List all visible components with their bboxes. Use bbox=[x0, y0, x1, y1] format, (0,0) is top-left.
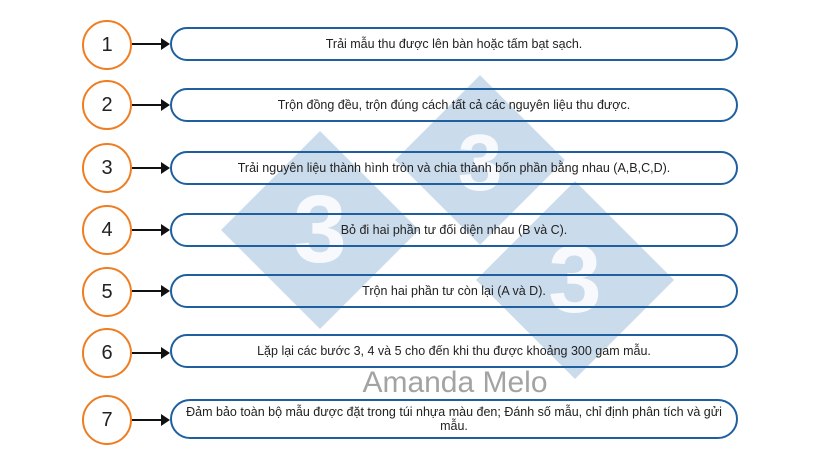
step-number-circle: 3 bbox=[82, 143, 132, 193]
step-7: 7 Đảm bảo toàn bộ mẫu được đặt trong túi… bbox=[0, 390, 820, 450]
step-description-box: Lặp lại các bước 3, 4 và 5 cho đến khi t… bbox=[170, 334, 738, 368]
arrow-right-icon bbox=[132, 162, 170, 174]
step-text: Trộn đồng đều, trộn đúng cách tất cả các… bbox=[277, 97, 631, 112]
step-number-circle: 5 bbox=[82, 267, 132, 317]
arrow-right-icon bbox=[132, 99, 170, 111]
step-4: 4 Bỏ đi hai phần tư đối diện nhau (B và … bbox=[0, 200, 820, 260]
step-text: Bỏ đi hai phần tư đối diện nhau (B và C)… bbox=[340, 222, 568, 237]
step-number-circle: 2 bbox=[82, 80, 132, 130]
step-text: Lặp lại các bước 3, 4 và 5 cho đến khi t… bbox=[257, 343, 651, 358]
arrow-right-icon bbox=[132, 224, 170, 236]
step-text: Trải nguyên liệu thành hình tròn và chia… bbox=[237, 160, 671, 175]
step-1: 1 Trải mẫu thu được lên bàn hoặc tấm bạt… bbox=[0, 15, 820, 75]
step-number-circle: 4 bbox=[82, 205, 132, 255]
step-2: 2 Trộn đồng đều, trộn đúng cách tất cả c… bbox=[0, 75, 820, 135]
step-description-box: Trải nguyên liệu thành hình tròn và chia… bbox=[170, 151, 738, 185]
step-description-box: Trộn hai phần tư còn lại (A và D). bbox=[170, 274, 738, 308]
step-text: Đảm bảo toàn bộ mẫu được đặt trong túi n… bbox=[186, 404, 722, 433]
step-3: 3 Trải nguyên liệu thành hình tròn và ch… bbox=[0, 138, 820, 198]
step-number: 2 bbox=[101, 93, 113, 116]
arrow-right-icon bbox=[132, 285, 170, 297]
step-description-box: Bỏ đi hai phần tư đối diện nhau (B và C)… bbox=[170, 213, 738, 247]
step-text: Trộn hai phần tư còn lại (A và D). bbox=[362, 283, 546, 298]
step-description-box: Trải mẫu thu được lên bàn hoặc tấm bạt s… bbox=[170, 27, 738, 61]
step-number: 5 bbox=[101, 280, 113, 303]
step-number: 7 bbox=[101, 408, 113, 431]
step-number: 4 bbox=[101, 218, 113, 241]
arrow-right-icon bbox=[132, 347, 170, 359]
step-text: Trải mẫu thu được lên bàn hoặc tấm bạt s… bbox=[325, 36, 583, 51]
step-number-circle: 6 bbox=[82, 328, 132, 378]
step-5: 5 Trộn hai phần tư còn lại (A và D). bbox=[0, 262, 820, 322]
arrow-right-icon bbox=[132, 38, 170, 50]
arrow-right-icon bbox=[132, 414, 170, 426]
step-number: 1 bbox=[101, 33, 113, 56]
step-number: 6 bbox=[101, 341, 113, 364]
step-number-circle: 7 bbox=[82, 395, 132, 445]
step-description-box: Đảm bảo toàn bộ mẫu được đặt trong túi n… bbox=[170, 399, 738, 439]
step-6: 6 Lặp lại các bước 3, 4 và 5 cho đến khi… bbox=[0, 323, 820, 383]
step-number-circle: 1 bbox=[82, 20, 132, 70]
step-description-box: Trộn đồng đều, trộn đúng cách tất cả các… bbox=[170, 88, 738, 122]
step-number: 3 bbox=[101, 156, 113, 179]
